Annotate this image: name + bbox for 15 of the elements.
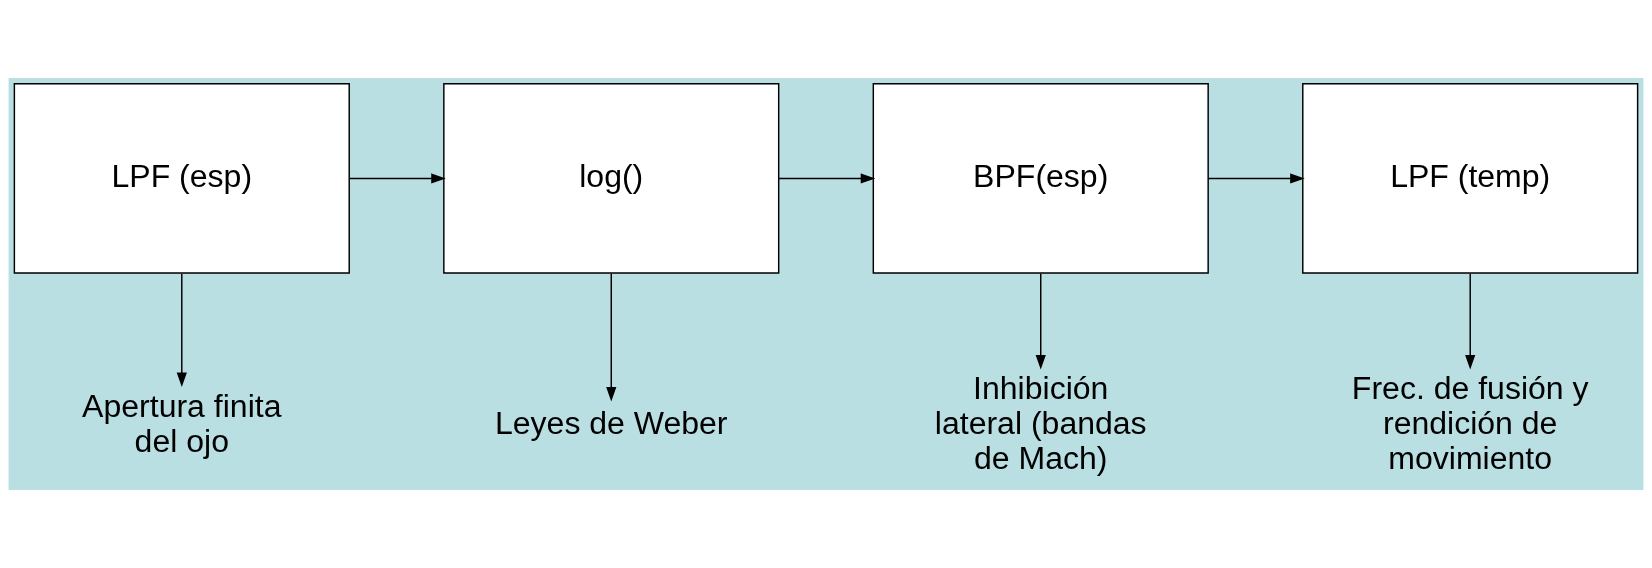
arrow <box>176 273 187 388</box>
node-box: BPF(esp) <box>872 83 1209 274</box>
node-box: log() <box>443 83 780 274</box>
node-box: LPF (esp) <box>13 83 350 274</box>
node-text: Frec. de fusión y rendición de movimiento <box>1351 370 1589 477</box>
node-box: LPF (temp) <box>1302 83 1639 274</box>
arrow <box>348 173 446 184</box>
arrow <box>1465 273 1476 370</box>
node-text: Leyes de Weber <box>494 405 728 442</box>
arrow <box>1035 273 1046 370</box>
arrow <box>1207 173 1305 184</box>
node-text: Apertura finita del ojo <box>82 387 282 459</box>
arrow <box>778 173 876 184</box>
arrow <box>606 273 617 402</box>
node-text: Inhibición lateral (bandas de Mach) <box>934 370 1147 477</box>
